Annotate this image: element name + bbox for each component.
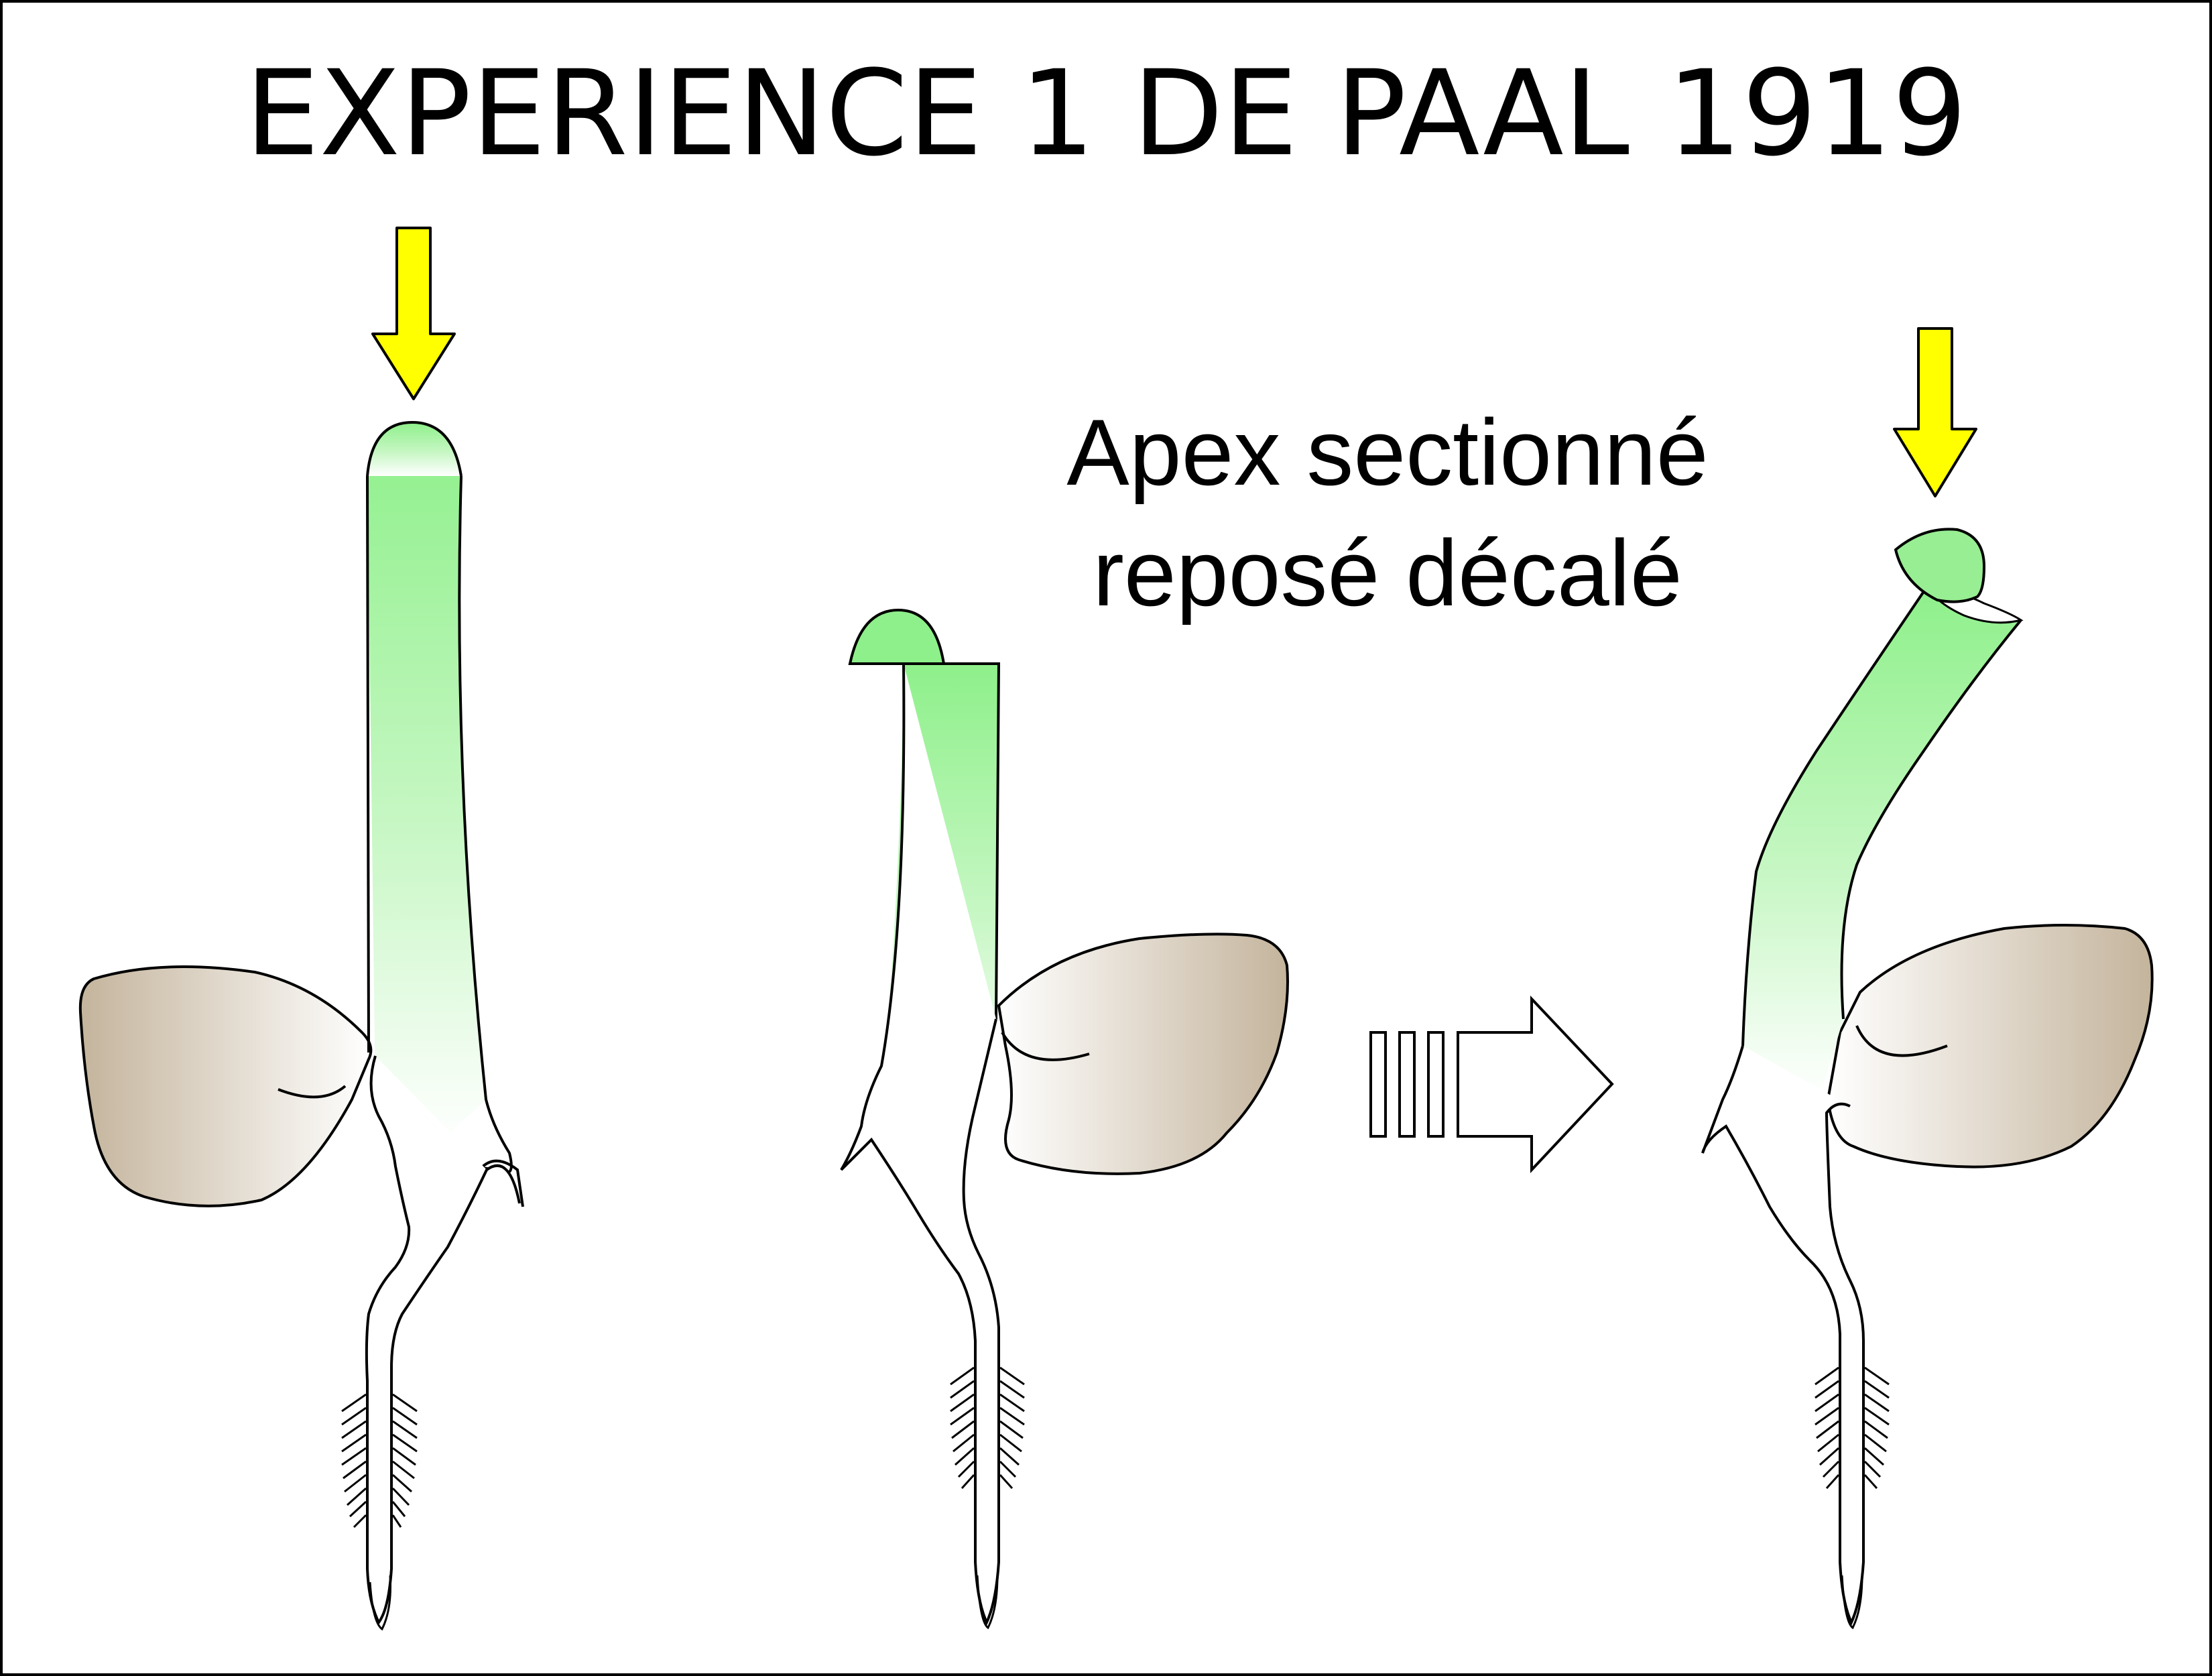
- coleoptile: [367, 422, 486, 1146]
- plant-intact: [78, 227, 524, 1631]
- light-arrow-icon: [371, 227, 456, 400]
- transition-arrow-icon: [1369, 995, 1614, 1174]
- seed-left: [78, 965, 373, 1207]
- caption-line-2: reposé décalé: [1093, 520, 1682, 625]
- seed-right-3: [1826, 924, 2154, 1169]
- plant-apex-cut: [840, 608, 1289, 1630]
- diagram-title: EXPERIENCE 1 DE PAAL 1919: [245, 45, 1967, 182]
- root-system: [365, 1055, 521, 1625]
- apex-offset: [1894, 528, 1986, 603]
- plant-apex-offset: [1701, 327, 2154, 1630]
- seed-right: [997, 933, 1289, 1175]
- caption-line-1: Apex sectionné: [1066, 400, 1709, 505]
- apex-cut: [848, 608, 946, 665]
- coleoptile-bent: [1743, 587, 2021, 1099]
- light-arrow-icon-2: [1893, 327, 1977, 497]
